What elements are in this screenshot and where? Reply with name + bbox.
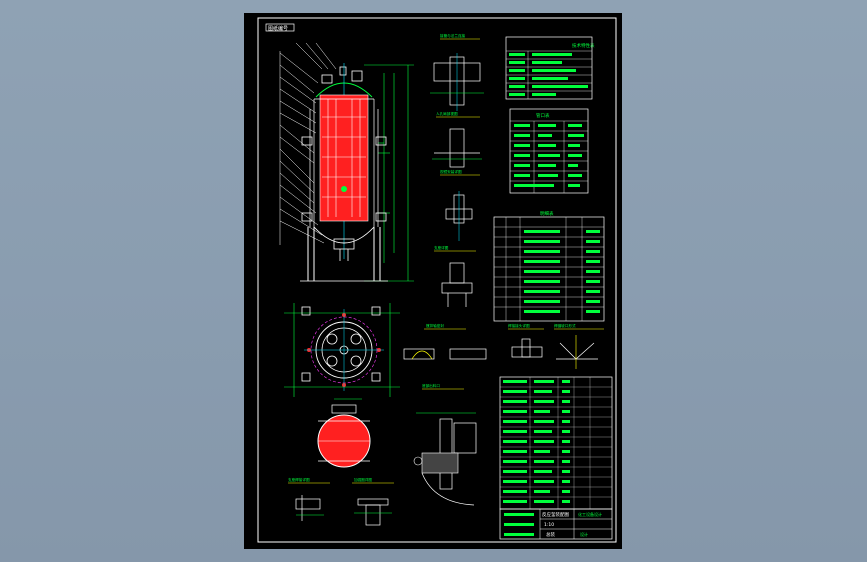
nozzle-table: 管口表 bbox=[509, 108, 589, 194]
vessel-elevation bbox=[279, 42, 414, 282]
detail-weld-right: 加强圈详图 bbox=[352, 477, 394, 526]
svg-text:底部出料口: 底部出料口 bbox=[422, 383, 440, 388]
svg-text:焊接接头详图: 焊接接头详图 bbox=[508, 323, 530, 328]
svg-text:焊缝坡口形式: 焊缝坡口形式 bbox=[554, 323, 576, 328]
drawing-scale: 1:10 bbox=[544, 522, 554, 528]
detail-bottom-outlet: 底部出料口 bbox=[413, 383, 477, 506]
detail-shaft-seal: 搅拌轴密封 bbox=[403, 323, 487, 360]
detail-weld-joint: 焊接接头详图 bbox=[508, 323, 544, 358]
bom-table bbox=[499, 376, 613, 510]
vessel-shell bbox=[319, 94, 369, 222]
detail-manhole: 人孔局部视图 bbox=[432, 111, 482, 168]
detail-groove: 焊缝坡口形式 bbox=[554, 323, 604, 369]
tech-table: 技术特性表 bbox=[505, 36, 595, 100]
svg-text:人孔局部视图: 人孔局部视图 bbox=[436, 111, 458, 116]
parts-table: 明细表 bbox=[493, 210, 605, 322]
detail-flange-1: 接管与法兰连接 bbox=[430, 33, 484, 111]
detail-sight-glass: 视镜安装详图 bbox=[440, 169, 480, 241]
svg-text:接管与法兰连接: 接管与法兰连接 bbox=[440, 33, 466, 38]
svg-text:明细表: 明细表 bbox=[540, 210, 554, 217]
cad-drawing: 图纸编号 bbox=[257, 17, 617, 543]
corner-label: 图纸编号 bbox=[268, 25, 288, 32]
svg-text:加强圈详图: 加强圈详图 bbox=[354, 477, 372, 482]
approval-label: 设计 bbox=[580, 531, 588, 537]
corner-box bbox=[265, 23, 295, 32]
company-label: 化工设备设计 bbox=[578, 511, 602, 517]
sight-glass-icon bbox=[341, 186, 347, 192]
svg-text:技术特性表: 技术特性表 bbox=[572, 42, 595, 49]
svg-text:管口表: 管口表 bbox=[536, 112, 550, 119]
svg-text:支座焊接详图: 支座焊接详图 bbox=[288, 477, 310, 482]
svg-text:视镜安装详图: 视镜安装详图 bbox=[440, 169, 462, 174]
drawing-sheet: 图纸编号 bbox=[244, 13, 622, 549]
detail-support: 支座详图 bbox=[434, 245, 476, 307]
section-view-disk bbox=[317, 398, 371, 468]
svg-text:支座详图: 支座详图 bbox=[434, 245, 449, 250]
drawing-title: 反应釜装配图 bbox=[542, 511, 569, 518]
detail-weld-left: 支座焊接详图 bbox=[288, 477, 330, 521]
drawing-sheet-label: 总装 bbox=[546, 531, 555, 538]
title-block: 反应釜装配图 1:10 总装 化工设备设计 设计 bbox=[499, 508, 613, 540]
svg-text:搅拌轴密封: 搅拌轴密封 bbox=[426, 323, 444, 328]
vessel-plan-view bbox=[284, 303, 400, 397]
frame-border bbox=[257, 17, 617, 543]
